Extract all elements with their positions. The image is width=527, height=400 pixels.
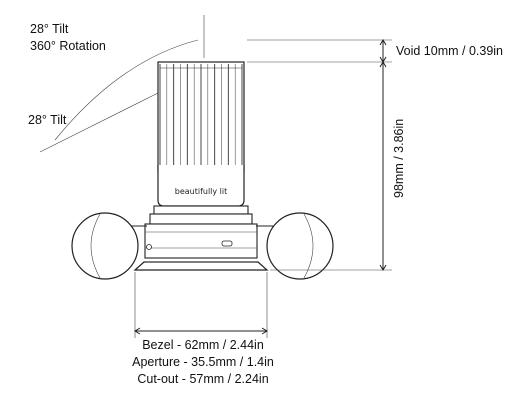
spring-clip-left [71,212,147,280]
heatsink-fins [159,64,243,170]
brand-logo: beautifully lit [175,187,228,196]
height-label: 98mm / 3.86in [392,119,406,198]
bezel [133,261,269,271]
heatsink: beautifully lit [157,61,245,207]
adjustment-screw [221,240,233,247]
bezel-dimension [134,272,268,338]
pivot-screw [146,244,152,250]
tilt-indicator [39,15,205,153]
height-dimension [247,39,392,271]
tilt-angle-label: 28° Tilt [28,113,67,127]
aperture-label: Aperture - 35.5mm / 1.4in [132,355,274,369]
void-label: Void 10mm / 0.39in [396,44,503,58]
cutout-label: Cut-out - 57mm / 2.24in [137,372,268,386]
rotation-label: 360° Rotation [30,39,106,53]
mounting-collar [144,205,258,259]
tilt-angle-line [39,91,161,153]
tilt-label: 28° Tilt [30,22,69,36]
spring-clip-right [256,212,334,280]
bezel-label: Bezel - 62mm / 2.44in [142,338,264,352]
tilt-arc [54,39,199,141]
